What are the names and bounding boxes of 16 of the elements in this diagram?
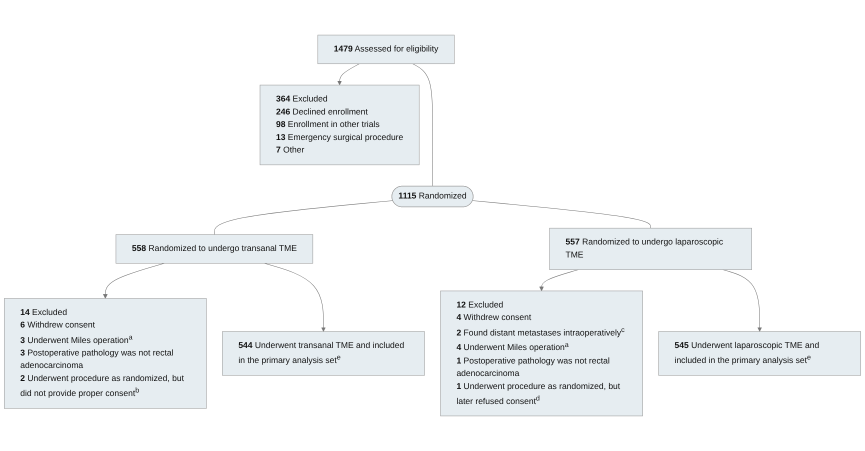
node-box: 545 Underwent laparoscopic TME and included in the primary analysis set$^{e}$ [658,331,861,376]
node-box: 544 Underwent transanal TME and included in the primary analysis set$^{e}$ [222,331,425,376]
arrow [103,263,165,299]
arrow [722,269,762,332]
node-box: 364 Excluded 246 Declined enrollment 98 Enrollment in other trials 13 Emergency surgical procedure 7 Other [260,84,420,166]
arrow [539,269,579,292]
arrow [264,263,326,332]
node-box: 557 Randomized to undergo laparoscopic TME [549,228,752,270]
node-box: 558 Randomized to undergo transanal TME [116,234,314,264]
connector [214,200,394,235]
connector [412,64,434,187]
connector [472,200,651,228]
node-box: 12 Excluded 4 Withdrew consent 2 Found distant metastases intraoperatively$^{c}$ 4 Underwent Miles operation$^{a}$ 1 Postoperative pathology was not rectal adenocarcinoma 1 Underwent procedure as randomized, but later refused consent$^{d}$ [440,290,643,416]
node-box: 1479 Assessed for eligibility [318,34,455,64]
arrow [337,64,360,86]
node-box: 14 Excluded 6 Withdrew consent 3 Underwent Miles operation$^{a}$ 3 Postoperative pathology was not rectal adenocarcinoma 2 Underwent procedure as randomized, but did not provide proper consent$^{b}$ [4,298,207,409]
